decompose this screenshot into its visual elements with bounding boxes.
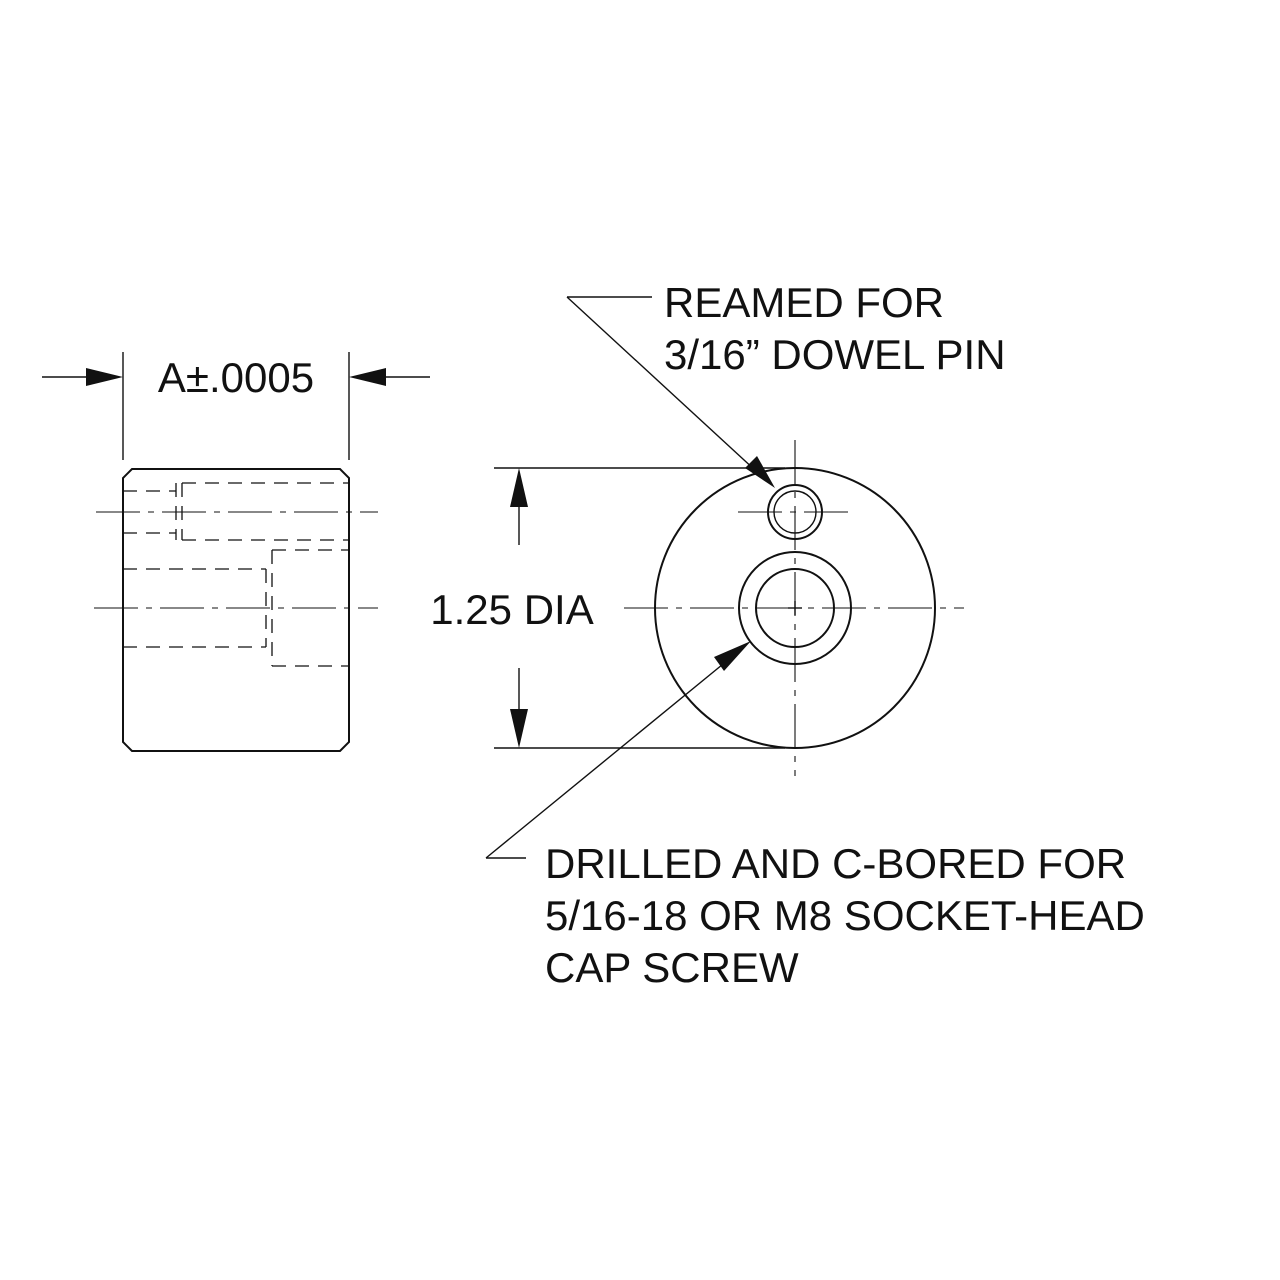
dimension-arrow-left [86,368,123,386]
counterbore-inner [755,568,835,648]
drilled-note-line2: 5/16-18 OR M8 SOCKET-HEAD [545,892,1145,939]
dimension-arrow-top [510,468,528,507]
drilled-note-line3: CAP SCREW [545,944,799,991]
reamed-note-line1: REAMED FOR [664,279,944,326]
side-view [42,352,430,752]
leader-drilled [485,659,729,859]
diameter-label: 1.25 DIA [430,586,593,633]
dimension-arrow-bottom [510,709,528,748]
leader-reamed [566,296,757,472]
front-view [485,296,964,859]
counterbore-outer [738,551,852,665]
width-dimension-label: A±.0005 [158,354,314,401]
side-view-outline [122,468,350,752]
leader-arrow-reamed [745,456,775,488]
leader-arrow-drilled [714,641,751,671]
dowel-hole-outer [767,484,823,540]
dimension-arrow-right [349,368,386,386]
drilled-note-line1: DRILLED AND C-BORED FOR [545,840,1126,887]
reamed-note-line2: 3/16” DOWEL PIN [664,331,1006,378]
dowel-hole-inner [773,490,817,534]
